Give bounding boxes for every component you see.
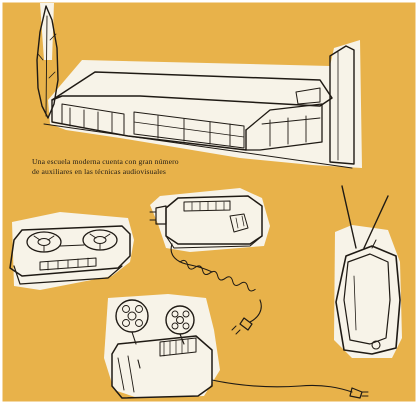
school-building-drawing	[43, 45, 355, 169]
slide-projector-drawing	[149, 195, 263, 335]
television-drawing	[335, 185, 401, 355]
film-projector-drawing	[111, 299, 369, 399]
caption-line-1: Una escuela moderna cuenta con gran núme…	[32, 157, 179, 166]
tape-recorder-drawing	[9, 225, 131, 285]
tree-drawing	[36, 5, 59, 119]
illustration-caption: Una escuela moderna cuenta con gran núme…	[32, 157, 232, 177]
caption-line-2: de auxiliares en las técnicas audiovisua…	[32, 167, 167, 176]
line-art	[9, 5, 401, 399]
